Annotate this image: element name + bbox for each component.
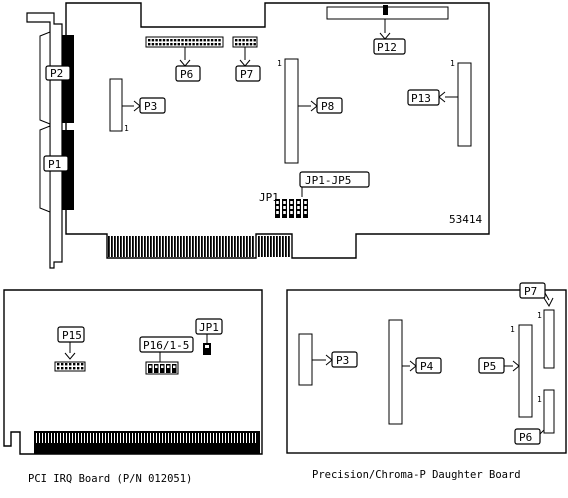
svg-text:P4: P4 <box>420 360 434 373</box>
svg-text:P6: P6 <box>519 431 532 444</box>
p8-callout: P8 <box>298 97 343 114</box>
db-p6-callout: P6 <box>514 428 545 445</box>
db-p7-pin-one: 1 <box>537 311 542 320</box>
db-p7-connector <box>543 309 555 369</box>
irq-board: P15 P16/1-5 JP1 PCI IRQ Board (P/N 01205… <box>3 289 263 485</box>
svg-text:P2: P2 <box>50 67 63 80</box>
p3-callout: P3 <box>122 97 166 114</box>
svg-text:P5: P5 <box>483 360 496 373</box>
p13-callout: P13 <box>407 89 458 106</box>
db-p6-pin-one: 1 <box>537 395 542 404</box>
p6-callout: P6 <box>175 47 201 82</box>
p1-callout: P1 <box>43 155 69 172</box>
svg-text:P1: P1 <box>48 158 61 171</box>
svg-text:P6: P6 <box>180 68 193 81</box>
jp1-label: JP1 <box>259 191 279 204</box>
p3-pin-one: 1 <box>124 124 129 133</box>
svg-text:P8: P8 <box>321 100 334 113</box>
irq-board-outline <box>3 289 263 455</box>
p12-key <box>383 5 388 15</box>
p13-connector <box>457 62 472 147</box>
db-p5-connector <box>518 324 533 418</box>
svg-text:P7: P7 <box>240 68 253 81</box>
irq-jp1-header <box>203 343 211 355</box>
svg-text:JP1: JP1 <box>199 321 219 334</box>
jp1-jp5-callout: JP1-JP5 <box>299 171 370 197</box>
p2-callout: P2 <box>45 65 71 81</box>
edge-connector-left <box>108 236 254 257</box>
irq-jp1-callout: JP1 <box>195 318 223 343</box>
db-p4-connector <box>388 319 403 425</box>
p13-pin-one: 1 <box>450 59 455 68</box>
p3-connector <box>109 78 123 132</box>
db-p4-callout: P4 <box>402 357 442 374</box>
p8-pin-one: 1 <box>277 59 282 68</box>
p12-callout: P12 <box>373 19 406 55</box>
p16-header <box>145 361 179 375</box>
p7-callout: P7 <box>235 47 261 82</box>
main-board-outline <box>65 2 490 259</box>
edge-connector-right <box>258 236 290 257</box>
p15-callout: P15 <box>57 326 85 360</box>
db-p7-callout: P7 <box>519 282 554 308</box>
svg-text:P3: P3 <box>336 354 349 367</box>
db-p3-callout: P3 <box>312 351 358 368</box>
main-board: 1 1 1 P2 P1 P6 P7 P12 <box>26 2 490 269</box>
svg-text:P3: P3 <box>144 100 157 113</box>
svg-text:P15: P15 <box>62 329 82 342</box>
p2-dsub-shell <box>39 31 51 125</box>
daughter-board: 1 1 1 P3 P4 P5 P7 P6 Precis <box>286 282 567 481</box>
svg-text:P7: P7 <box>524 285 537 298</box>
db-p5-pin-one: 1 <box>510 325 515 334</box>
svg-text:P16/1-5: P16/1-5 <box>143 339 189 352</box>
p16-callout: P16/1-5 <box>139 336 194 362</box>
part-number: 53414 <box>449 213 482 226</box>
p15-header <box>54 361 86 372</box>
svg-text:JP1-JP5: JP1-JP5 <box>305 174 351 187</box>
irq-board-caption: PCI IRQ Board (P/N 012051) <box>28 473 192 485</box>
svg-text:P13: P13 <box>411 92 431 105</box>
db-p6-connector <box>543 389 555 434</box>
daughter-board-caption: Precision/Chroma-P Daughter Board <box>312 469 521 481</box>
svg-text:P12: P12 <box>377 41 397 54</box>
jp1-jp5-jumpers <box>275 199 308 218</box>
p8-connector <box>284 58 299 164</box>
db-p5-callout: P5 <box>478 357 520 374</box>
